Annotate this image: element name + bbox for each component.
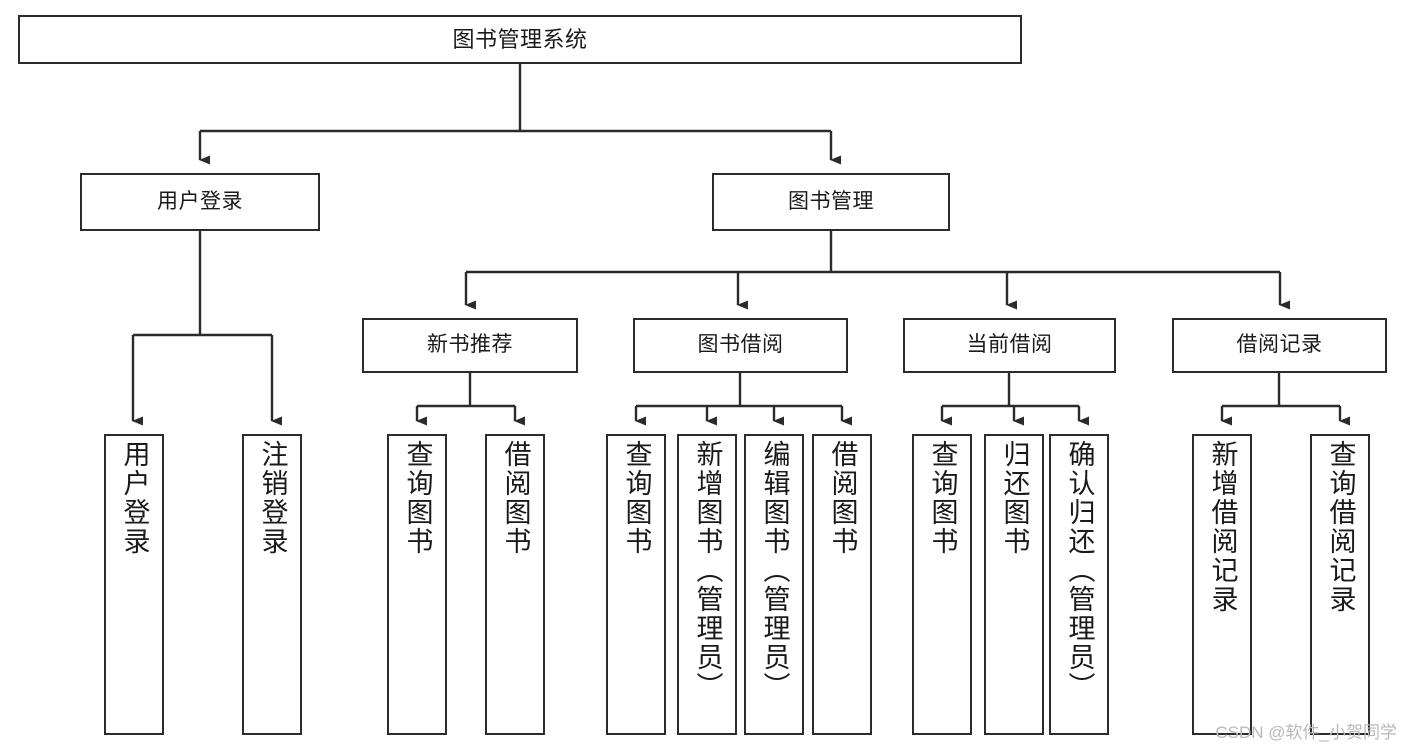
node-root[interactable]: 图书管理系统 — [18, 15, 1022, 64]
watermark: CSDN @软件_小贺同学 — [1215, 723, 1397, 742]
node-leaf-user-login-label: 用户登录 — [119, 440, 150, 556]
node-leaf-logout-label: 注销登录 — [257, 440, 288, 556]
node-user-login[interactable]: 用户登录 — [80, 173, 320, 231]
node-leaf-query-record[interactable]: 查询借阅记录 — [1310, 434, 1370, 735]
node-book-manage-label: 图书管理 — [788, 189, 874, 213]
node-leaf-return-book-label: 归还图书 — [999, 440, 1030, 556]
node-leaf-borrow-book-1-label: 借阅图书 — [500, 440, 531, 556]
node-leaf-return-book[interactable]: 归还图书 — [984, 434, 1044, 735]
node-leaf-add-record-label: 新增借阅记录 — [1207, 440, 1238, 614]
node-book-borrow[interactable]: 图书借阅 — [633, 318, 848, 373]
node-leaf-query-record-label: 查询借阅记录 — [1325, 440, 1356, 614]
node-leaf-query-book-2[interactable]: 查询图书 — [606, 434, 666, 735]
node-leaf-logout[interactable]: 注销登录 — [242, 434, 302, 735]
node-new-book-recommend[interactable]: 新书推荐 — [362, 318, 578, 373]
node-book-manage[interactable]: 图书管理 — [712, 173, 950, 231]
node-leaf-borrow-book-2-label: 借阅图书 — [827, 440, 858, 556]
node-leaf-user-login[interactable]: 用户登录 — [104, 434, 164, 735]
node-current-borrow[interactable]: 当前借阅 — [903, 318, 1116, 373]
node-leaf-borrow-book-1[interactable]: 借阅图书 — [485, 434, 545, 735]
node-borrow-record-label: 借阅记录 — [1236, 333, 1323, 357]
node-leaf-query-book-3[interactable]: 查询图书 — [912, 434, 972, 735]
node-leaf-query-book-1-label: 查询图书 — [402, 440, 433, 556]
node-leaf-add-book-label: 新增图书（管理员） — [692, 440, 723, 701]
node-current-borrow-label: 当前借阅 — [966, 333, 1053, 357]
node-user-login-label: 用户登录 — [157, 189, 243, 213]
node-root-label: 图书管理系统 — [452, 26, 588, 52]
node-leaf-add-record[interactable]: 新增借阅记录 — [1192, 434, 1252, 735]
node-book-borrow-label: 图书借阅 — [697, 333, 784, 357]
node-leaf-confirm-return-label: 确认归还（管理员） — [1064, 440, 1095, 701]
node-new-book-recommend-label: 新书推荐 — [427, 333, 513, 357]
node-leaf-add-book[interactable]: 新增图书（管理员） — [677, 434, 737, 735]
node-leaf-borrow-book-2[interactable]: 借阅图书 — [812, 434, 872, 735]
node-leaf-query-book-3-label: 查询图书 — [927, 440, 958, 556]
node-leaf-edit-book[interactable]: 编辑图书（管理员） — [744, 434, 804, 735]
node-leaf-edit-book-label: 编辑图书（管理员） — [759, 440, 790, 701]
node-leaf-confirm-return[interactable]: 确认归还（管理员） — [1049, 434, 1109, 735]
node-leaf-query-book-1[interactable]: 查询图书 — [387, 434, 447, 735]
node-borrow-record[interactable]: 借阅记录 — [1172, 318, 1387, 373]
node-leaf-query-book-2-label: 查询图书 — [621, 440, 652, 556]
